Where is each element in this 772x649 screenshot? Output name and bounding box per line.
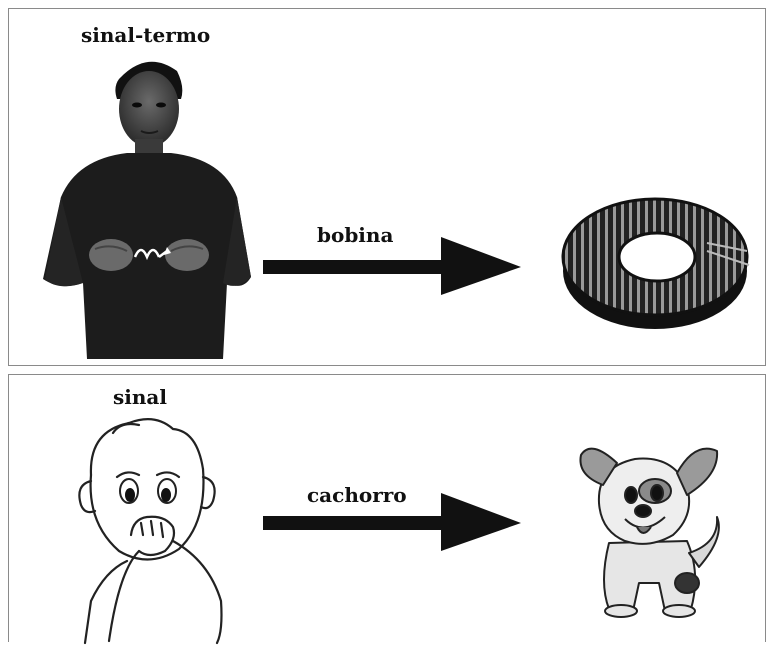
- cartoon-puppy-icon: [569, 433, 729, 623]
- sign-term-label: sinal-termo: [81, 23, 210, 47]
- arrow-right-icon: [263, 237, 533, 301]
- boy-hand-on-mouth-drawing-icon: [69, 411, 229, 643]
- bottom-panel: sinal cachorro: [8, 374, 766, 642]
- man-signing-photo-icon: [37, 47, 257, 359]
- arrow-right-icon: [263, 493, 533, 557]
- sign-label: sinal: [113, 385, 167, 409]
- top-panel: sinal-termo bobina: [8, 8, 766, 366]
- toroidal-coil-icon: [557, 181, 757, 341]
